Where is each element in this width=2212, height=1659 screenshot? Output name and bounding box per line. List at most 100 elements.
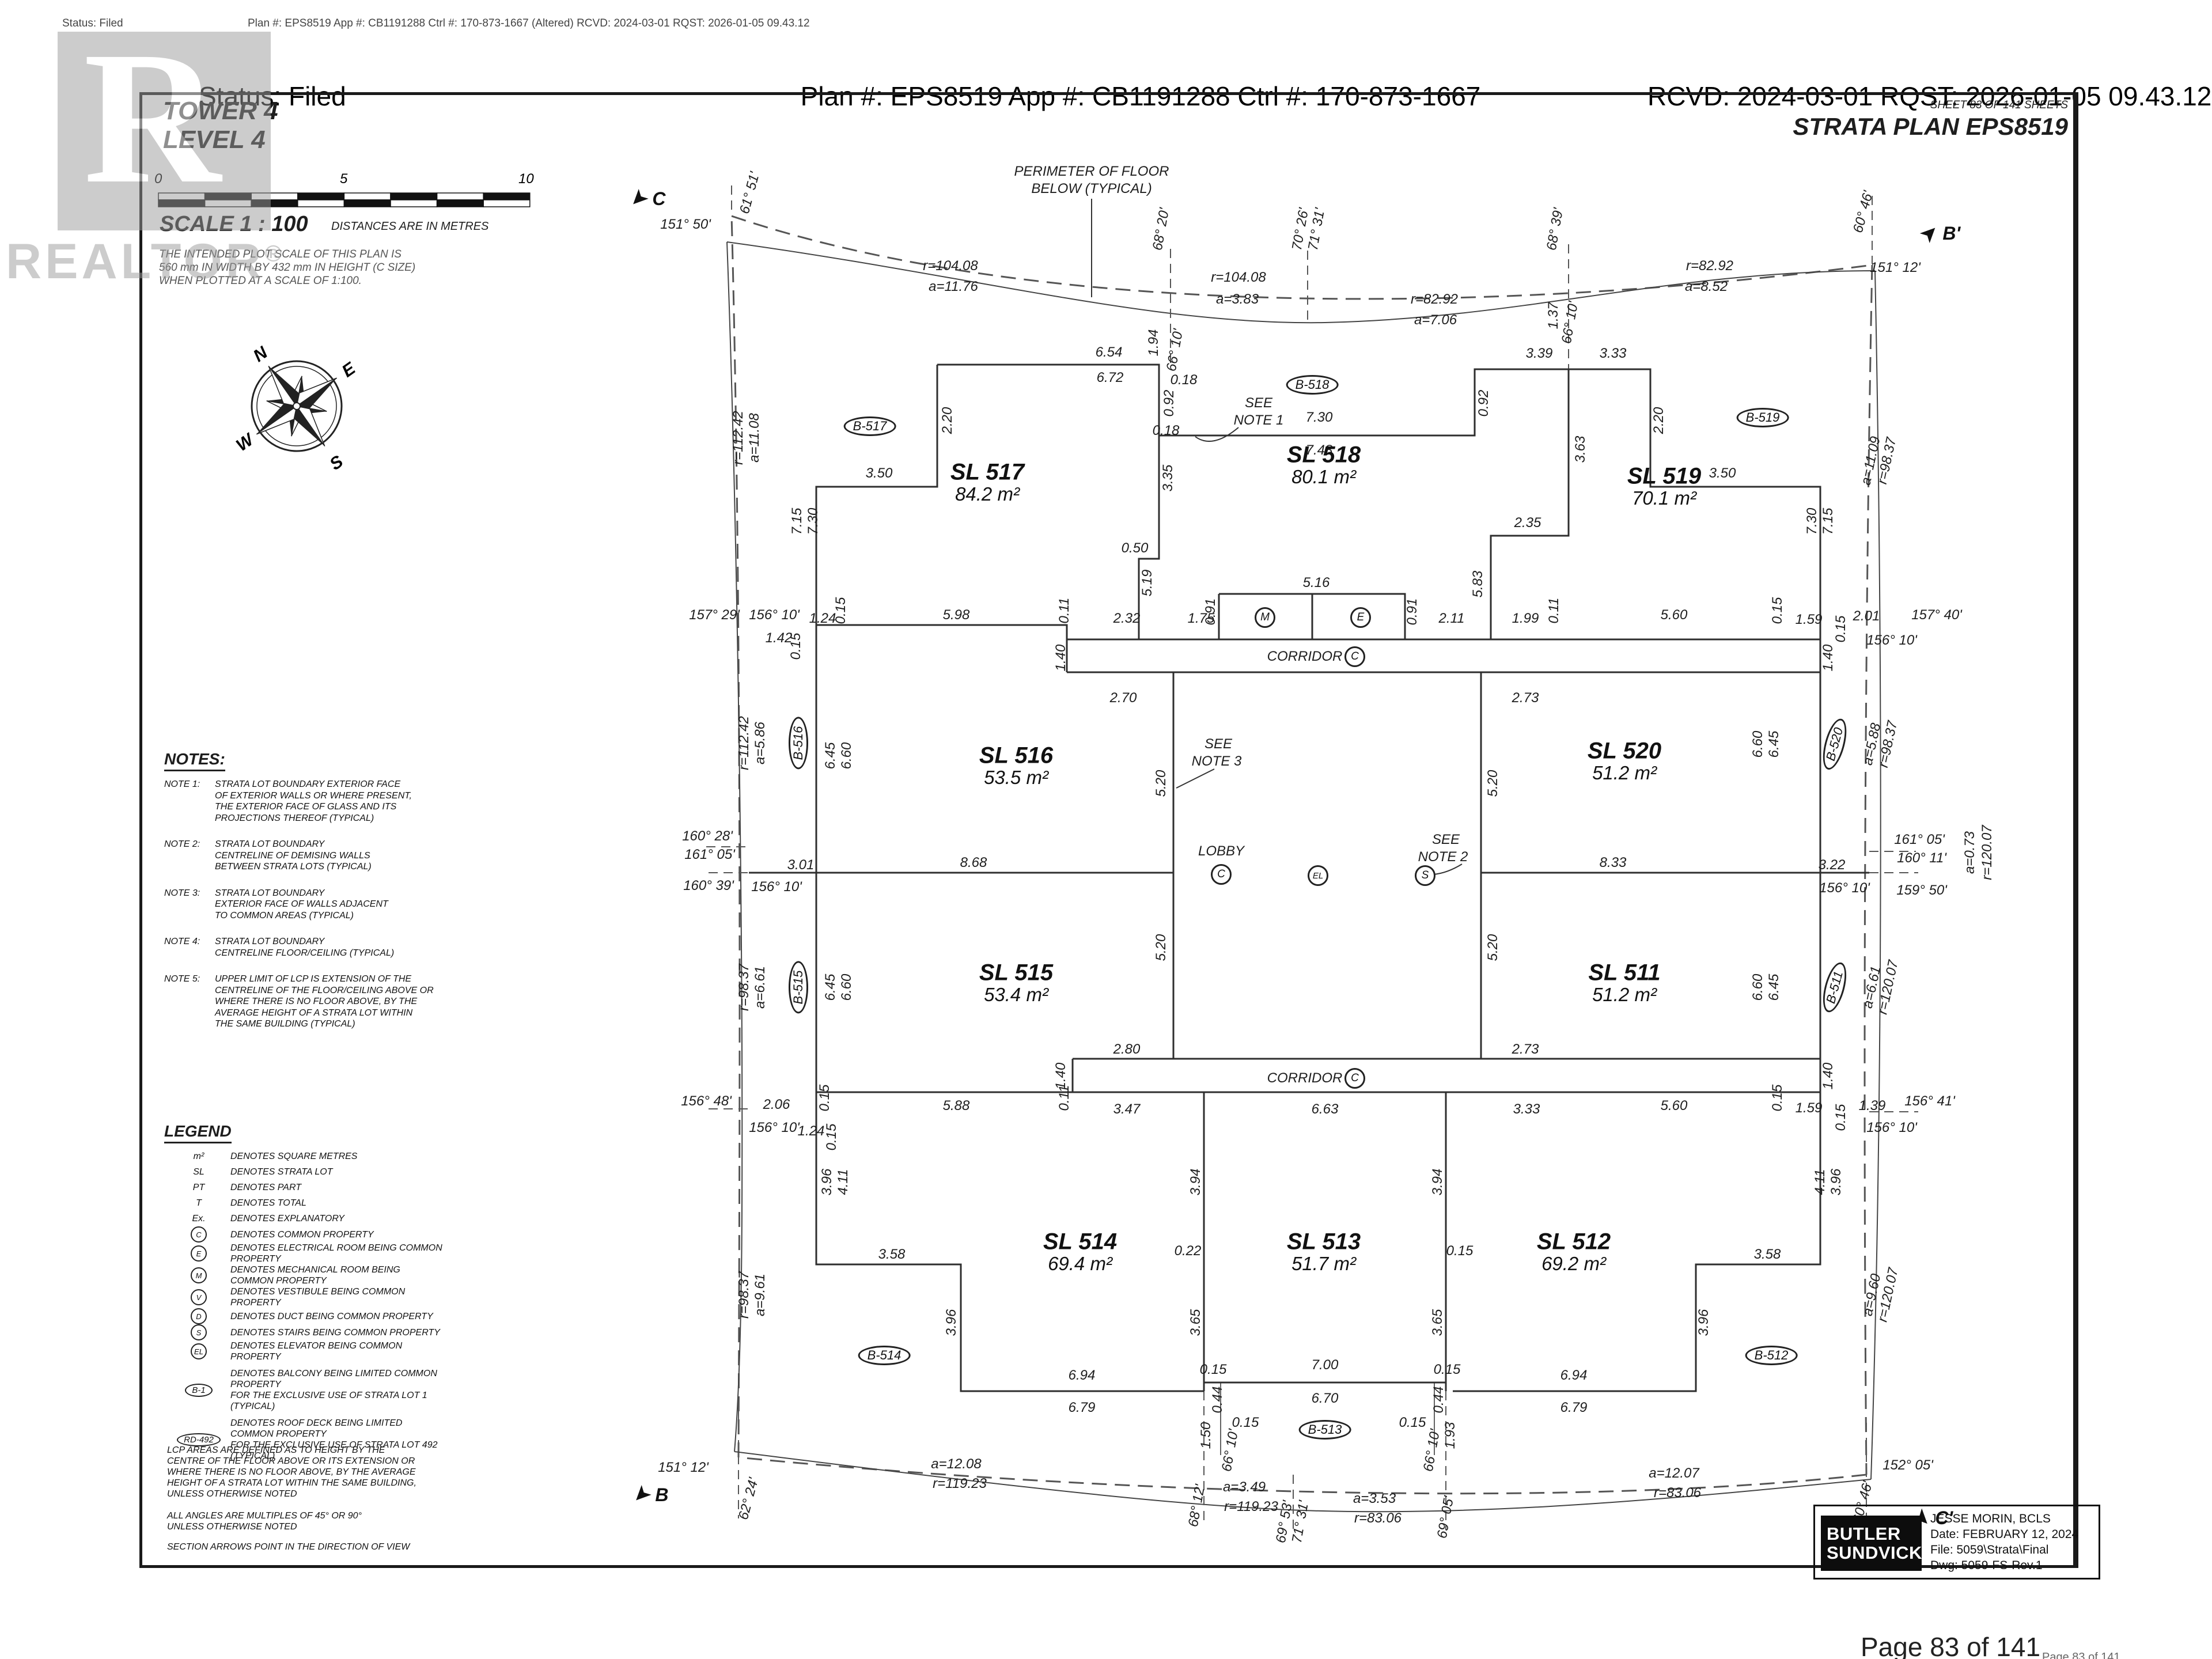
dim-label: 68° 12' [1185, 1483, 1209, 1528]
dim-label: 2.73 [1512, 1041, 1539, 1057]
circle-symbol: EL [191, 1343, 207, 1359]
dim-label: r=112.42 [730, 411, 746, 465]
legend-symbol: M [167, 1267, 230, 1283]
note-text: STRATA LOT BOUNDARY EXTERIOR FACE OF WAL… [215, 888, 388, 921]
statusbar-tiny-left: Status: Filed [62, 17, 123, 29]
dim-label: 6.70 [1311, 1391, 1339, 1406]
legend-row: m² DENOTES SQUARE METRES [167, 1149, 444, 1164]
dim-label: r=98.37 [736, 963, 752, 1012]
notes-list: NOTE 1: STRATA LOT BOUNDARY EXTERIOR FACE… [164, 779, 435, 1045]
dim-label: 3.33 [1599, 346, 1627, 361]
text-symbol: m² [193, 1151, 204, 1161]
dim-label: 1.59 [1795, 612, 1823, 627]
room-label: SL 519 [1627, 463, 1702, 489]
note-label: NOTE 2: [164, 839, 200, 849]
section-letter: C' [1930, 1508, 1953, 1528]
wall-lines [749, 363, 1869, 1392]
dim-label: r=112.42 [736, 716, 752, 770]
dim-label: r=119.23 [933, 1476, 987, 1491]
header-plan-ids: Plan #: EPS8519 App #: CB1191288 Ctrl #:… [800, 81, 1481, 111]
dim-label: 60° 46' [1850, 189, 1877, 235]
dim-label: a=12.08 [931, 1456, 982, 1472]
note-label: NOTE 3: [164, 888, 200, 898]
dim-label: SEE [1204, 736, 1233, 752]
common-property-circle: C [1344, 1068, 1365, 1089]
dim-label: 1.94 [1146, 329, 1161, 357]
dim-label: 151° 50' [660, 217, 711, 232]
room-area-label: 51.2 m² [1592, 762, 1657, 783]
firm-logo: BUTLER SUNDVICK [1821, 1516, 1922, 1571]
dim-label: 3.47 [1113, 1101, 1141, 1117]
dim-label: NOTE 1 [1233, 412, 1284, 428]
dim-label: 6.60 [1750, 974, 1766, 1001]
legend-text: DENOTES SQUARE METRES [230, 1152, 358, 1161]
note-text: STRATA LOT BOUNDARY CENTRELINE OF DEMISI… [215, 839, 372, 872]
common-property-circle: S [1415, 865, 1435, 886]
dim-label: 6.72 [1096, 370, 1124, 385]
dim-label: 1.24 [809, 611, 836, 626]
room-label: SL 520 [1587, 738, 1662, 764]
dim-label: 2.20 [1651, 407, 1666, 434]
page-number: Page 83 of 141 [1861, 1632, 2041, 1659]
dim-label: 7.30 [1305, 410, 1333, 425]
legend-symbol: PT [167, 1183, 230, 1193]
balcony-tag: B-513 [1298, 1420, 1351, 1440]
dim-label: 3.50 [865, 465, 893, 481]
dim-label: 7.00 [1311, 1357, 1339, 1373]
text-symbol: SL [193, 1166, 204, 1177]
dim-label: 7.15 [1820, 507, 1836, 535]
legend-symbol: m² [167, 1152, 230, 1162]
dim-label: 160° 39' [683, 878, 734, 893]
dim-label: 1.75 [1187, 611, 1215, 626]
dim-label: 0.15 [824, 1123, 839, 1151]
circle-symbol: M [191, 1267, 207, 1283]
room-label: SL 516 [979, 743, 1054, 768]
note-text: STRATA LOT BOUNDARY EXTERIOR FACE OF EXT… [215, 779, 412, 823]
dim-label: a=3.83 [1215, 291, 1259, 307]
compass-rose: N E S W [233, 343, 359, 474]
dim-label: a=7.06 [1414, 312, 1457, 328]
dim-label: 3.22 [1818, 857, 1846, 873]
dim-label: 2.35 [1514, 515, 1541, 531]
firm-name-1: BUTLER [1827, 1524, 1901, 1544]
room-area-label: 53.4 m² [984, 984, 1048, 1005]
dim-label: 5.83 [1470, 570, 1486, 598]
dim-label: 2.11 [1438, 611, 1465, 626]
dim-label: 0.15 [1399, 1415, 1426, 1430]
dim-label: 156° 10' [1866, 1120, 1917, 1135]
dim-label: 5.16 [1302, 575, 1330, 590]
dim-label: r=82.92 [1685, 258, 1734, 274]
dim-label: 1.24 [797, 1123, 825, 1139]
firm-name-2: SUNDVICK [1827, 1543, 1922, 1563]
notes-heading: NOTES: [164, 750, 225, 771]
dim-label: 61° 51' [736, 170, 763, 216]
legend-text: DENOTES EXPLANATORY [230, 1214, 344, 1224]
dim-label: 151° 12' [1870, 260, 1921, 275]
statusbar-tiny-right: Plan #: EPS8519 App #: CB1191288 Ctrl #:… [248, 17, 810, 29]
dim-label: 3.65 [1188, 1309, 1203, 1336]
dim-label: 7.30 [805, 507, 821, 535]
balcony-tag: B-512 [1745, 1346, 1798, 1365]
dim-label: 0.92 [1161, 389, 1177, 417]
legend-symbol: B-1 [167, 1383, 230, 1397]
dim-label: 0.50 [1121, 540, 1149, 556]
circle-symbol: S [191, 1324, 207, 1340]
dim-label: 0.92 [1476, 389, 1491, 417]
dim-label: 1.42 [765, 630, 793, 646]
dim-label: 5.88 [942, 1098, 970, 1113]
dim-label: a=12.07 [1649, 1465, 1699, 1481]
note-item: NOTE 1: STRATA LOT BOUNDARY EXTERIOR FACE… [164, 779, 435, 824]
dim-label: 5.20 [1485, 770, 1501, 797]
room-area-label: 69.4 m² [1048, 1253, 1112, 1274]
note-label: NOTE 1: [164, 779, 200, 789]
room-area-label: 84.2 m² [955, 483, 1020, 505]
dim-label: 3.39 [1525, 346, 1553, 361]
dim-label: 3.58 [878, 1247, 906, 1262]
dim-label: 2.80 [1113, 1041, 1141, 1057]
